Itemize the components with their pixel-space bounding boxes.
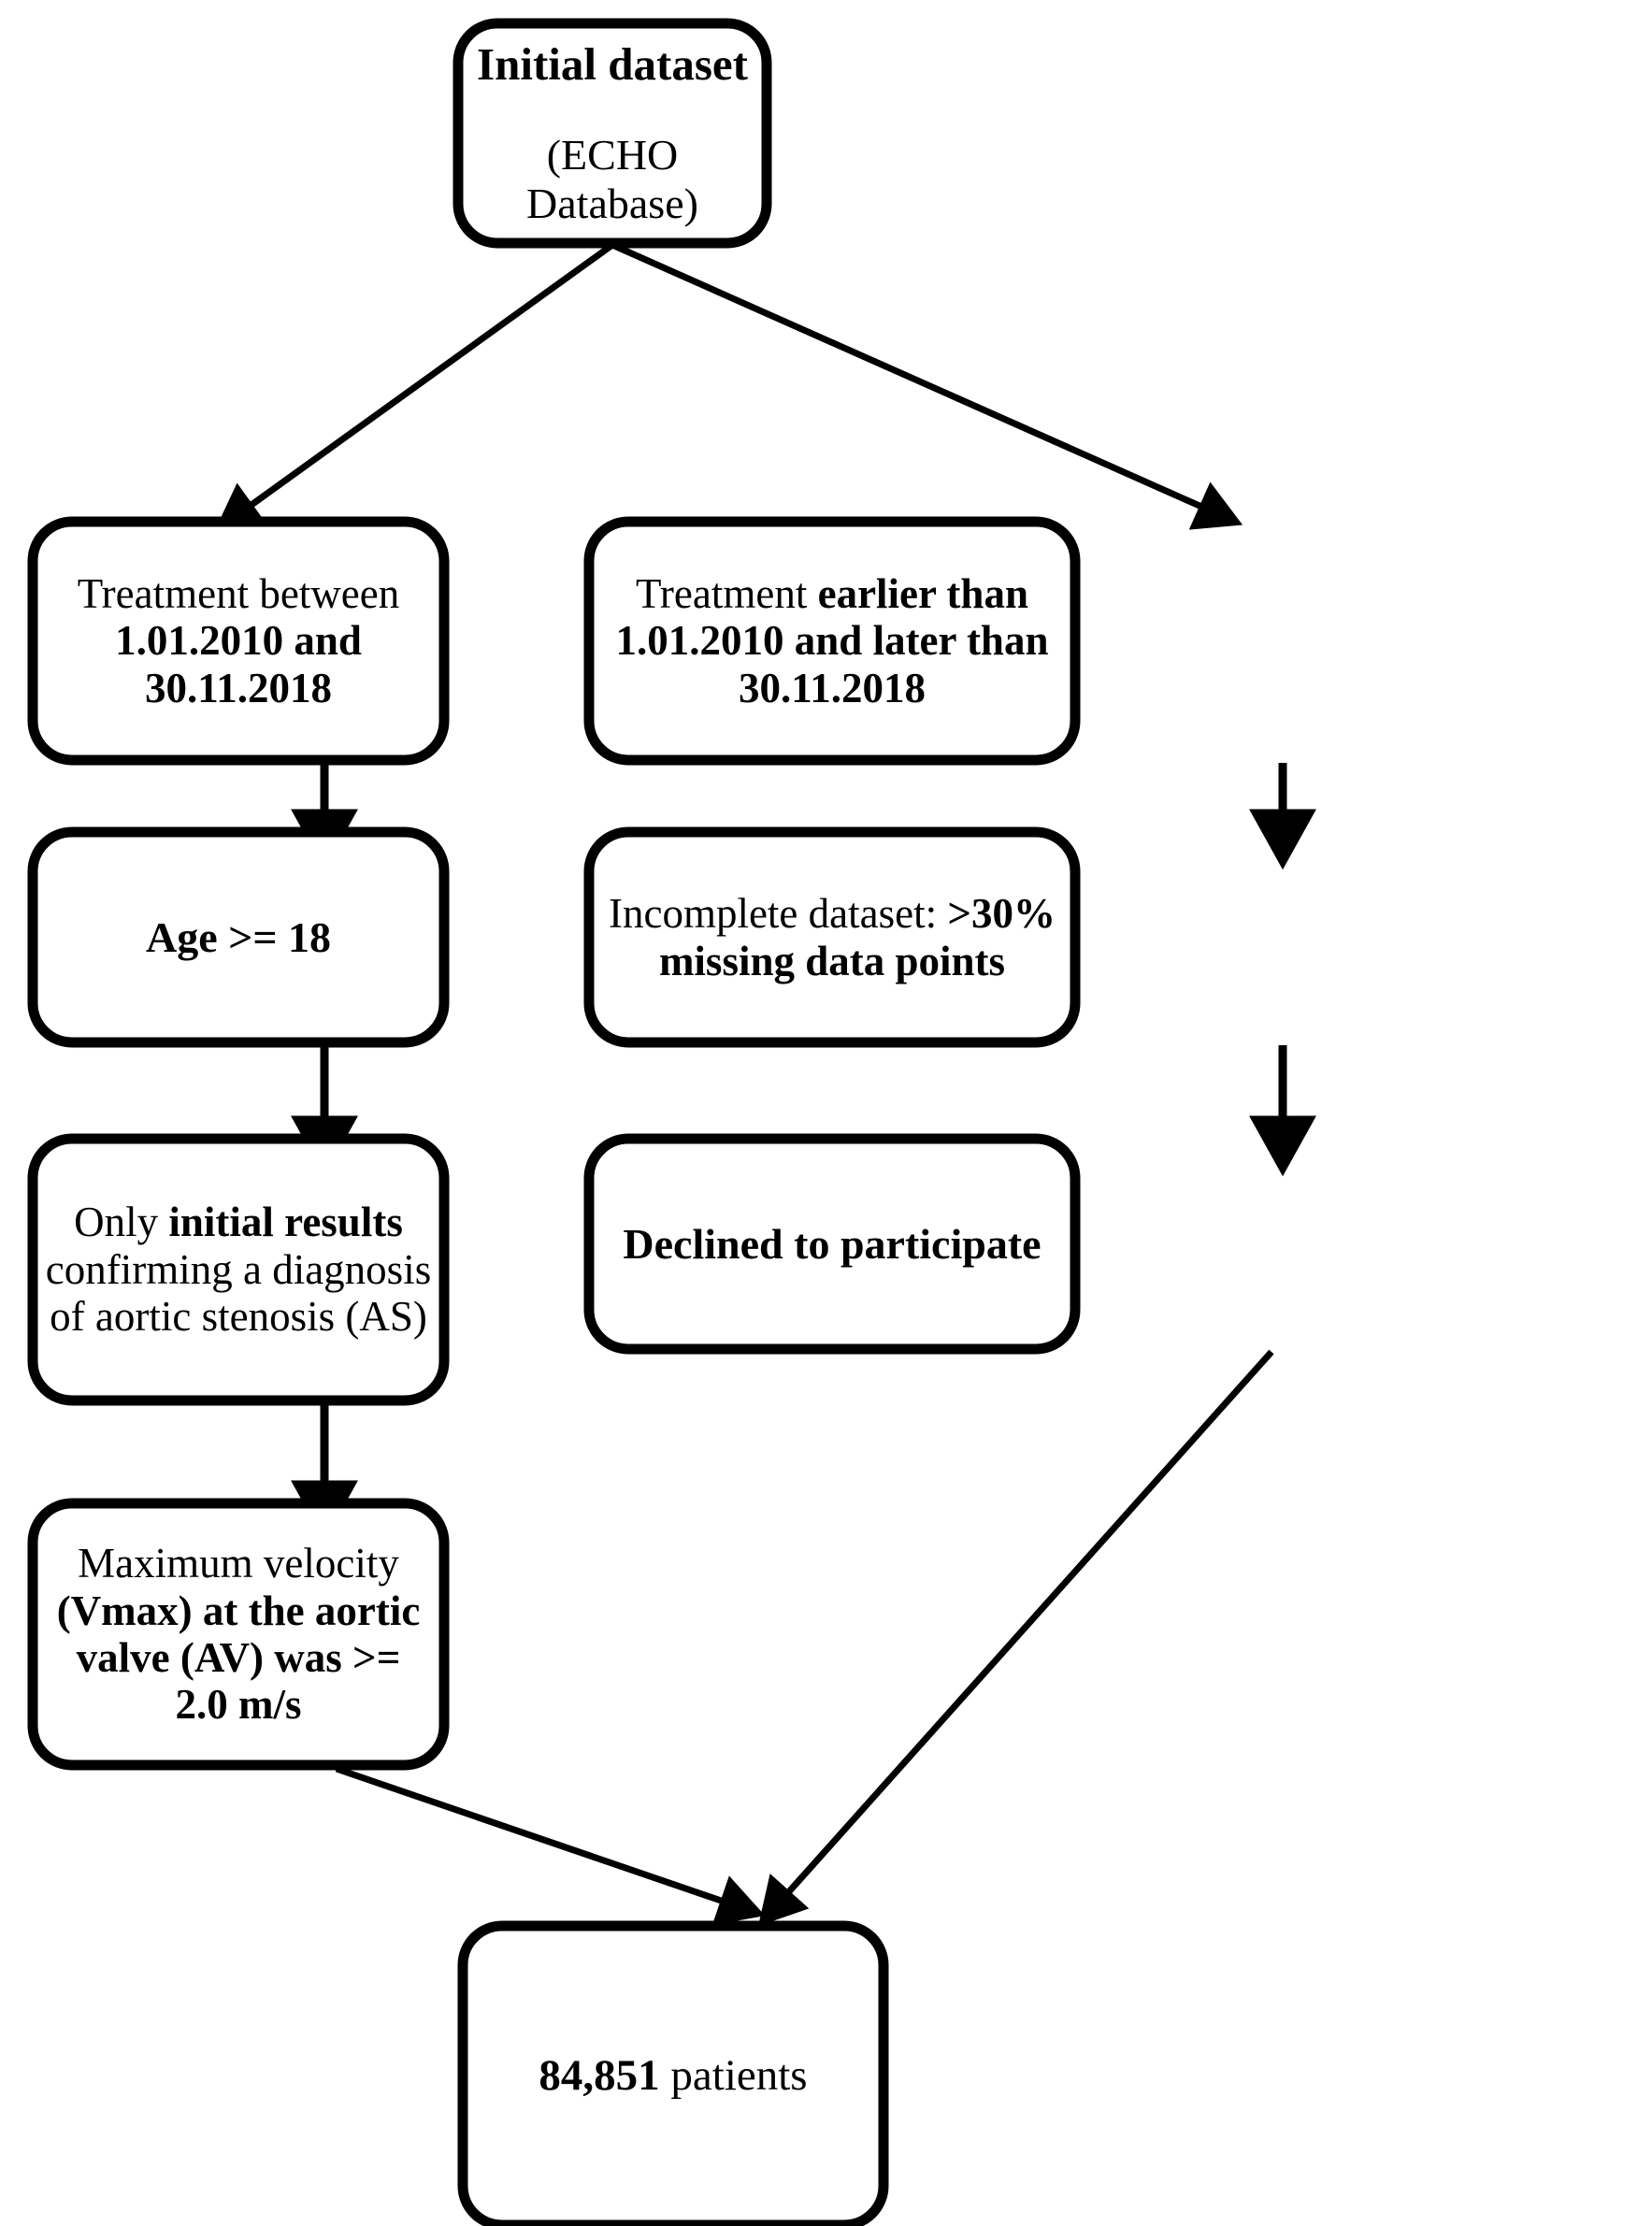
incomplete-dataset-label: Incomplete dataset: >30% missing data po… xyxy=(603,832,1061,1042)
final-cohort-box[interactable] xyxy=(457,1920,889,2226)
treatment-between-dates: 1.01.2010 and 30.11.2018 xyxy=(115,617,362,711)
initial-dataset-subtitle: (ECHO Database) xyxy=(526,131,698,227)
treatment-between-label: Treatment between 1.01.2010 and 30.11.20… xyxy=(42,522,435,760)
incomplete-dataset-box[interactable] xyxy=(583,826,1081,1048)
treatment-outside-prefix: Treatment xyxy=(636,569,818,617)
edge-vmax-to-final xyxy=(335,1765,766,1926)
treatment-outside-label: Treatment earlier than 1.01.2010 and lat… xyxy=(598,522,1066,760)
initial-results-box[interactable] xyxy=(27,1133,450,1406)
declined-text: Declined to participate xyxy=(623,1219,1041,1268)
edge-initial-to-treatment-between xyxy=(214,242,615,532)
final-cohort-count: 84,851 xyxy=(539,2050,660,2100)
vmax-filter-emphasis: (Vmax) at the aortic valve (AV) was >= 2… xyxy=(56,1587,421,1729)
treatment-outside-dates: earlier than 1.01.2010 and later than 30… xyxy=(615,569,1049,711)
age-filter-text: Age >= 18 xyxy=(145,912,332,961)
incomplete-dataset-emphasis: >30% missing data points xyxy=(658,890,1056,984)
initial-dataset-label: Initial dataset (ECHO Database) xyxy=(458,23,767,243)
final-cohort-label: 84,851 patients xyxy=(472,1926,874,2225)
treatment-outside-range-box[interactable] xyxy=(583,516,1081,766)
incomplete-dataset-prefix: Incomplete dataset: xyxy=(608,890,948,938)
vmax-filter-box[interactable] xyxy=(27,1498,450,1771)
declined-to-participate-box[interactable] xyxy=(583,1133,1081,1355)
declined-label: Declined to participate xyxy=(603,1139,1061,1349)
initial-results-prefix: Only xyxy=(74,1199,169,1246)
edge-declined-to-final xyxy=(757,1349,1274,1927)
age-filter-box[interactable] xyxy=(27,826,450,1048)
initial-dataset-title: Initial dataset xyxy=(477,37,748,90)
edge-initial-to-treatment-outside xyxy=(611,241,1243,530)
treatment-between-box[interactable] xyxy=(27,516,450,766)
treatment-between-prefix: Treatment between xyxy=(77,569,400,617)
age-filter-label: Age >= 18 xyxy=(42,832,435,1042)
vmax-filter-label: Maximum velocity (Vmax) at the aortic va… xyxy=(45,1503,432,1765)
initial-results-label: Only initial results confirming a diagno… xyxy=(45,1139,432,1400)
vmax-filter-prefix: Maximum velocity xyxy=(78,1540,399,1587)
initial-dataset-box[interactable] xyxy=(453,18,772,249)
initial-results-emphasis: initial results xyxy=(168,1199,403,1246)
initial-results-suffix: confirming a diagnosis of aortic stenosi… xyxy=(45,1245,432,1341)
final-cohort-unit: patients xyxy=(659,2050,808,2100)
